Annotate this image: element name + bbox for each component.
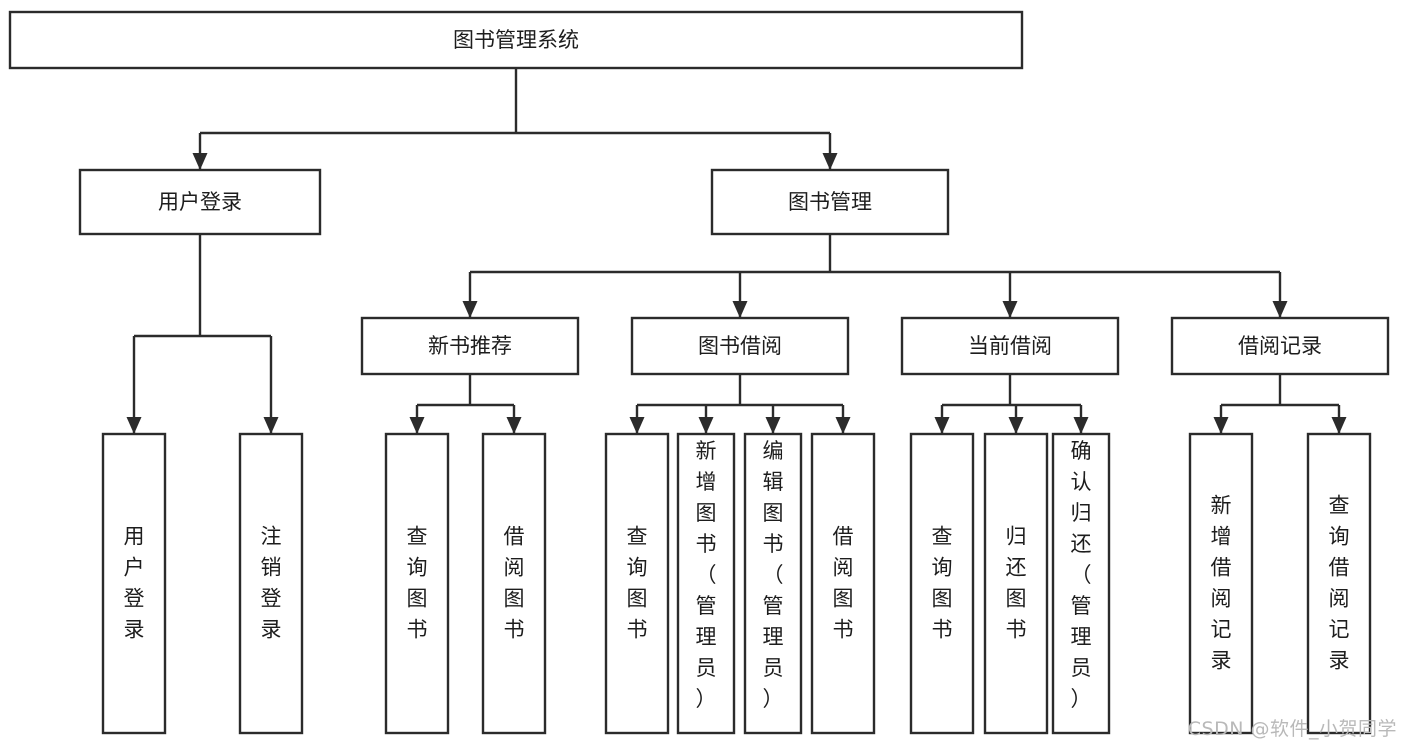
- watermark-label: CSDN @软件_小贺同学: [1187, 718, 1397, 740]
- arrow-head-icon: [263, 417, 279, 434]
- node-box[interactable]: [604, 432, 670, 735]
- arrow-head-icon: [462, 301, 478, 318]
- node-box[interactable]: [676, 432, 736, 735]
- node-leaf-add-record[interactable]: 新增借阅记录: [1188, 432, 1254, 735]
- node-box[interactable]: [8, 10, 1024, 70]
- node-current-borrow[interactable]: 当前借阅: [900, 316, 1120, 376]
- arrow-head-icon: [1073, 417, 1089, 434]
- node-leaf-query-record[interactable]: 查询借阅记录: [1306, 432, 1372, 735]
- node-label: 用户登录: [124, 525, 145, 642]
- node-label: 查询图书: [407, 525, 428, 642]
- connector-group-book_manage: [462, 234, 1288, 318]
- node-box[interactable]: [1306, 432, 1372, 735]
- connectors-layer: [126, 68, 1347, 434]
- arrow-head-icon: [698, 417, 714, 434]
- arrow-head-icon: [822, 153, 838, 170]
- node-box[interactable]: [360, 316, 580, 376]
- connector-group-user_login: [126, 234, 279, 434]
- arrow-head-icon: [506, 417, 522, 434]
- node-leaf-confirm-return[interactable]: 确认归还（管理员）: [1051, 432, 1111, 735]
- arrow-head-icon: [1008, 417, 1024, 434]
- node-box[interactable]: [481, 432, 547, 735]
- node-user-login[interactable]: 用户登录: [78, 168, 322, 236]
- node-book-manage[interactable]: 图书管理: [710, 168, 950, 236]
- node-label: 查询图书: [932, 525, 953, 642]
- node-box[interactable]: [630, 316, 850, 376]
- connector-group-borrow_record: [1213, 374, 1347, 434]
- nodes-layer: 图书管理系统用户登录图书管理新书推荐图书借阅当前借阅借阅记录用户登录注销登录查询…: [8, 10, 1390, 735]
- arrow-head-icon: [934, 417, 950, 434]
- node-label: 注销登录: [261, 525, 282, 642]
- node-box[interactable]: [909, 432, 975, 735]
- node-leaf-query-book-1[interactable]: 查询图书: [384, 432, 450, 735]
- connector-group-current_borrow: [934, 374, 1089, 434]
- node-leaf-borrow-book-2[interactable]: 借阅图书: [810, 432, 876, 735]
- node-label: 用户登录: [158, 190, 242, 214]
- node-label: 借阅记录: [1238, 334, 1322, 358]
- node-label: 查询借阅记录: [1329, 494, 1350, 673]
- node-root[interactable]: 图书管理系统: [8, 10, 1024, 70]
- node-leaf-query-book-2[interactable]: 查询图书: [604, 432, 670, 735]
- node-label: 图书管理: [788, 190, 872, 214]
- node-borrow-record[interactable]: 借阅记录: [1170, 316, 1390, 376]
- node-label: 借阅图书: [833, 525, 854, 642]
- arrow-head-icon: [126, 417, 142, 434]
- node-label: 编辑图书（管理员）: [763, 439, 784, 711]
- node-label: 归还图书: [1006, 525, 1027, 642]
- arrow-head-icon: [1002, 301, 1018, 318]
- node-label: 借阅图书: [504, 525, 525, 642]
- node-leaf-query-book-3[interactable]: 查询图书: [909, 432, 975, 735]
- arrow-head-icon: [1331, 417, 1347, 434]
- node-leaf-user-login[interactable]: 用户登录: [101, 432, 167, 735]
- node-label: 当前借阅: [968, 334, 1052, 358]
- node-box[interactable]: [238, 432, 304, 735]
- node-label: 图书借阅: [698, 334, 782, 358]
- node-label: 图书管理系统: [453, 28, 579, 52]
- node-box[interactable]: [900, 316, 1120, 376]
- arrow-head-icon: [732, 301, 748, 318]
- arrow-head-icon: [192, 153, 208, 170]
- node-label: 新增图书（管理员）: [696, 439, 717, 711]
- node-box[interactable]: [101, 432, 167, 735]
- node-label: 确认归还（管理员）: [1071, 439, 1092, 711]
- node-box[interactable]: [983, 432, 1049, 735]
- arrow-head-icon: [1213, 417, 1229, 434]
- connector-group-book_borrow: [629, 374, 851, 434]
- arrow-head-icon: [409, 417, 425, 434]
- arrow-head-icon: [629, 417, 645, 434]
- connector-group-root: [192, 68, 838, 170]
- node-leaf-logout[interactable]: 注销登录: [238, 432, 304, 735]
- arrow-head-icon: [765, 417, 781, 434]
- node-box[interactable]: [78, 168, 322, 236]
- node-leaf-borrow-book-1[interactable]: 借阅图书: [481, 432, 547, 735]
- node-leaf-add-book[interactable]: 新增图书（管理员）: [676, 432, 736, 735]
- node-box[interactable]: [743, 432, 803, 735]
- node-box[interactable]: [1051, 432, 1111, 735]
- node-label: 查询图书: [627, 525, 648, 642]
- node-label: 新增借阅记录: [1211, 494, 1232, 673]
- node-box[interactable]: [1188, 432, 1254, 735]
- node-box[interactable]: [710, 168, 950, 236]
- arrow-head-icon: [835, 417, 851, 434]
- node-box[interactable]: [810, 432, 876, 735]
- node-box[interactable]: [1170, 316, 1390, 376]
- node-new-book-rec[interactable]: 新书推荐: [360, 316, 580, 376]
- connector-group-new_book_rec: [409, 374, 522, 434]
- node-leaf-return-book[interactable]: 归还图书: [983, 432, 1049, 735]
- node-leaf-edit-book[interactable]: 编辑图书（管理员）: [743, 432, 803, 735]
- arrow-head-icon: [1272, 301, 1288, 318]
- node-book-borrow[interactable]: 图书借阅: [630, 316, 850, 376]
- node-label: 新书推荐: [428, 334, 512, 358]
- node-box[interactable]: [384, 432, 450, 735]
